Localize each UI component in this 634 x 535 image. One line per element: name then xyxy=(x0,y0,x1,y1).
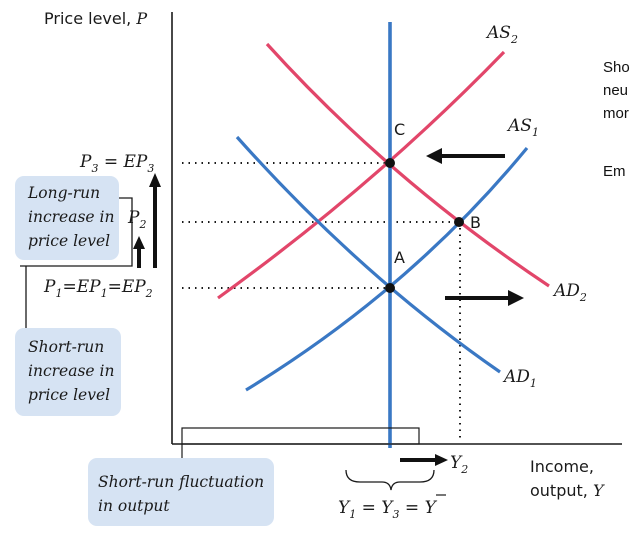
price-label-p1: P1=EP1=EP2 xyxy=(43,277,153,300)
short-run-callout-line1: Short-run xyxy=(28,338,104,356)
ad2-curve xyxy=(265,42,550,288)
long-run-connector xyxy=(20,197,133,267)
long-run-callout xyxy=(15,176,119,260)
short-run-callout xyxy=(15,328,121,416)
fluctuation-callout-line1: Short-run fluctuation xyxy=(98,473,264,491)
fluctuation-callout xyxy=(88,458,274,526)
x-axis-title-line2: output, Y xyxy=(530,481,605,500)
output-arrow-y2 xyxy=(400,454,448,466)
shift-arrow-right xyxy=(445,290,524,306)
fluctuation-bracket xyxy=(181,427,420,445)
point-c-dot xyxy=(385,158,395,168)
point-a-label: A xyxy=(394,248,405,267)
short-run-callout-line2: increase in xyxy=(28,362,114,380)
side-text-line4: Em xyxy=(603,163,626,180)
long-run-callout-line1: Long-run xyxy=(27,184,100,202)
ad1-curve xyxy=(235,135,501,374)
side-text-line3: mor xyxy=(603,105,629,122)
natural-output-brace xyxy=(345,469,435,491)
price-label-p2: P2 xyxy=(127,208,146,231)
side-text-line1: Sho xyxy=(603,59,630,76)
dotted-guides xyxy=(182,162,461,442)
x-axis-title-line1: Income, xyxy=(530,457,594,476)
natural-output-label: Y1 = Y3 = Y xyxy=(338,498,438,521)
ad1-label: AD1 xyxy=(502,367,537,390)
side-text-line2: neu xyxy=(603,82,628,99)
long-run-callout-line2: increase in xyxy=(28,208,114,226)
ad2-label: AD2 xyxy=(552,281,587,304)
as1-curve xyxy=(245,146,529,392)
point-c-label: C xyxy=(394,120,405,139)
output-label-y2: Y2 xyxy=(450,453,468,476)
price-arrow-long xyxy=(149,173,161,268)
price-arrow-short xyxy=(133,236,145,268)
point-b-label: B xyxy=(470,213,481,232)
fluctuation-callout-line2: in output xyxy=(98,497,170,515)
price-label-p3: P3 = EP3 xyxy=(79,152,154,175)
as1-label: AS1 xyxy=(506,116,539,139)
y-axis-title: Price level, P xyxy=(44,9,147,28)
as2-curve xyxy=(217,50,506,300)
point-b-dot xyxy=(454,217,464,227)
as2-label: AS2 xyxy=(485,23,518,46)
long-run-callout-line3: price level xyxy=(28,232,110,250)
short-run-callout-line3: price level xyxy=(28,386,110,404)
shift-arrow-left xyxy=(426,148,505,164)
point-a-dot xyxy=(385,283,395,293)
